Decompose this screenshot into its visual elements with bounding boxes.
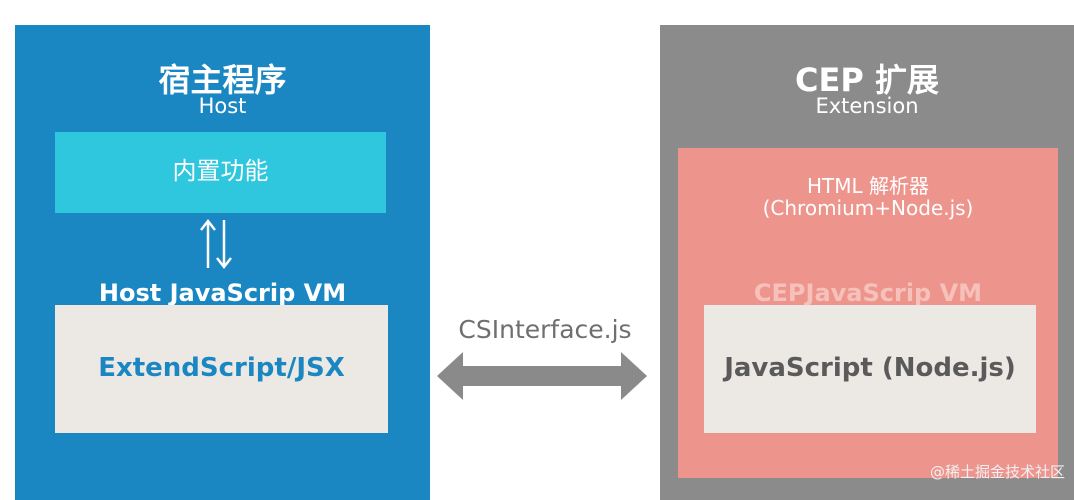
html-parser-runtime-label: (Chromium+Node.js) (762, 196, 974, 220)
builtin-features-box (55, 132, 386, 213)
host-title: 宿主程序 (158, 61, 287, 99)
extendscript-label: ExtendScript/JSX (98, 353, 345, 383)
builtin-features-label: 内置功能 (172, 157, 269, 185)
javascript-box (704, 305, 1036, 433)
javascript-label: JavaScript (Node.js) (724, 353, 1016, 383)
up-down-arrows-icon (200, 218, 232, 270)
bridge-label: CSInterface.js (458, 315, 632, 344)
extension-subtitle: Extension (815, 94, 919, 118)
watermark: @稀土掘金技术社区 (929, 463, 1065, 481)
html-parser-label: HTML 解析器 (806, 174, 929, 198)
extendscript-box (55, 305, 388, 433)
extension-title: CEP 扩展 (795, 61, 939, 99)
host-vm-label: Host JavaScrip VM (98, 279, 347, 307)
cep-vm-label: CEPJavaScrip VM (753, 279, 983, 307)
host-subtitle: Host (198, 94, 247, 118)
double-headed-arrow-icon (437, 352, 647, 400)
